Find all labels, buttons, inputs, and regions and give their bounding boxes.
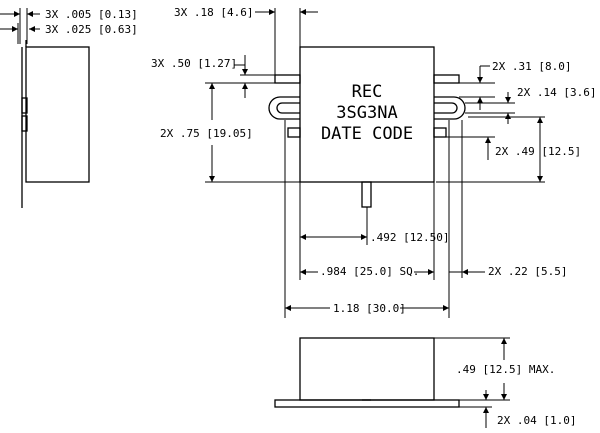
dim-label: 2X .14 [3.6] xyxy=(517,86,596,99)
body-marking-line-2: 3SG3NA xyxy=(336,103,397,123)
dim-label: .984 [25.0] SQ. xyxy=(320,265,419,278)
terminal-left xyxy=(268,96,300,120)
pin xyxy=(274,74,301,84)
dim-label: 2X .31 [8.0] xyxy=(492,60,571,73)
side-view-pin xyxy=(21,115,28,132)
side-view-body xyxy=(25,46,90,183)
pin xyxy=(361,181,372,208)
pin xyxy=(287,127,301,138)
body-marking-line-3: DATE CODE xyxy=(321,124,413,144)
dim-label: 3X .025 [0.63] xyxy=(45,23,138,36)
dim-label: 1.18 [30.0] xyxy=(333,302,406,315)
dim-label: 2X .49 [12.5] xyxy=(495,145,581,158)
front-view-body xyxy=(299,337,435,401)
dim-label: 2X .75 [19.05] xyxy=(160,127,253,140)
front-view-flange xyxy=(274,399,460,408)
dim-label: 2X .22 [5.5] xyxy=(488,265,567,278)
side-view-pin xyxy=(21,97,28,114)
side-view: 3X .005 [0.13] 3X .025 [0.63] xyxy=(0,8,138,208)
dim-label: 3X .50 [1.27] xyxy=(151,57,237,70)
pin xyxy=(433,127,447,138)
dim-label: 2X .04 [1.0] xyxy=(497,414,576,427)
terminal-right xyxy=(434,96,466,120)
dim-label: .49 [12.5] MAX. xyxy=(456,363,555,376)
top-view: REC 3SG3NA DATE CODE 3X .18 [4.6] 3X .50… xyxy=(151,6,596,318)
front-view: .49 [12.5] MAX. 2X .04 [1.0] xyxy=(274,337,576,428)
dim-label: 3X .005 [0.13] xyxy=(45,8,138,21)
dim-label: 3X .18 [4.6] xyxy=(174,6,253,19)
body-marking-line-1: REC xyxy=(352,82,383,102)
pin xyxy=(433,74,460,84)
dim-label: .492 [12.50] xyxy=(370,231,449,244)
